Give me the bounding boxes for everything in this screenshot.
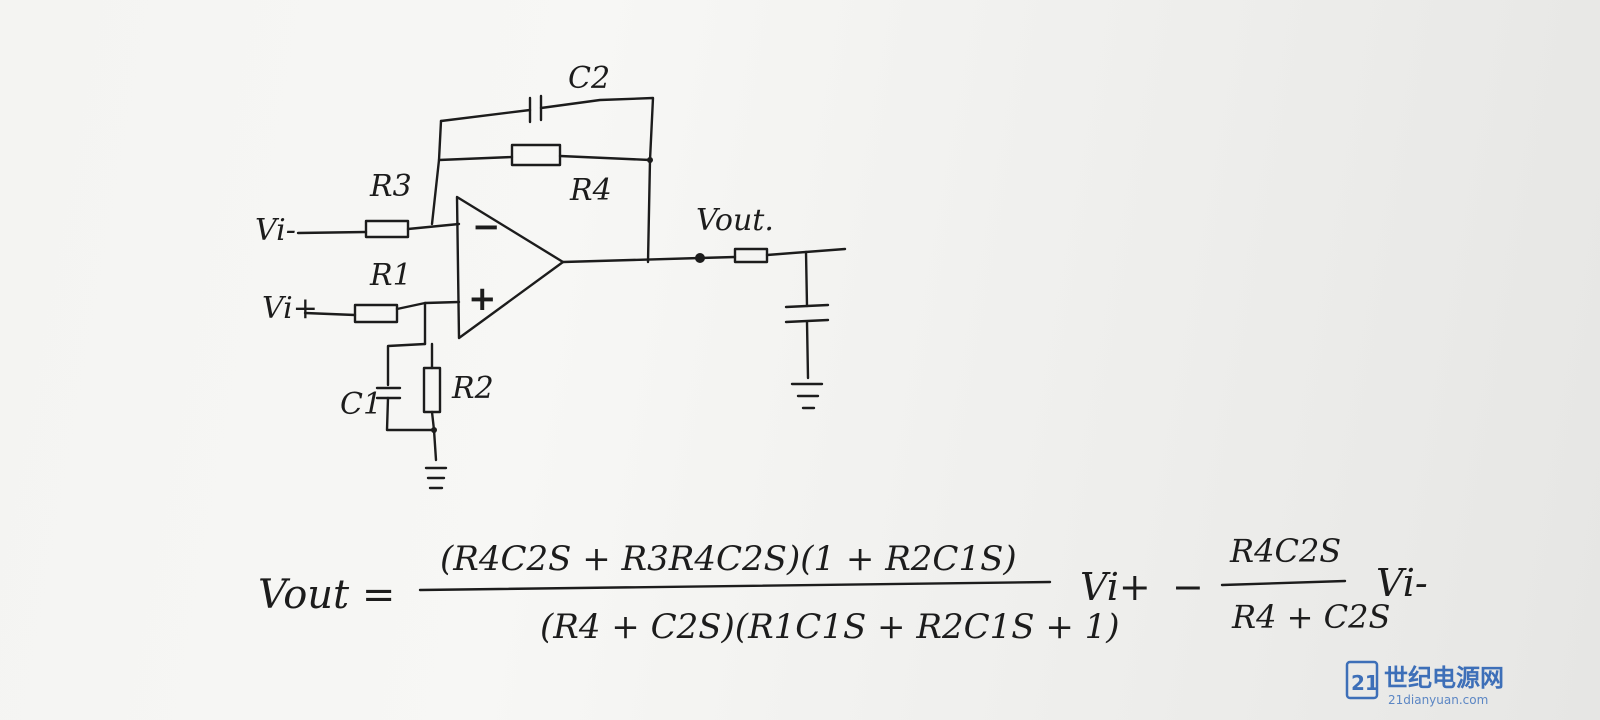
output-cap-plate-top: [784, 303, 830, 309]
equation-numerator2: R4C2S: [1229, 532, 1341, 570]
feedback-mid-left: [437, 155, 514, 162]
vin-minus-wire: [296, 230, 368, 235]
vout-label: Vout.: [696, 203, 774, 238]
r1-to-plus-wire: [395, 300, 461, 311]
opamp-plus-sign: +: [468, 279, 497, 319]
output-ground-icon: [790, 382, 824, 410]
watermark-text-en: 21dianyuan.com: [1388, 693, 1488, 707]
feedback-mid-right: [558, 154, 652, 162]
output-resistor: [733, 247, 769, 264]
equation-lhs: Vout =: [258, 572, 395, 618]
vin-plus-wire: [303, 311, 357, 317]
r2-resistor: [422, 366, 442, 414]
opamp-triangle: [455, 195, 565, 340]
r1-label: R1: [369, 258, 412, 293]
equation-fraction-bar: [418, 580, 1052, 592]
r2-label: R2: [451, 371, 494, 406]
r1-resistor: [353, 303, 399, 324]
opamp-minus-sign: −: [472, 207, 501, 247]
equation-denominator2: R4 + C2S: [1231, 598, 1390, 636]
vin-plus-label: Vi+: [262, 291, 318, 326]
feedback-right-wire: [646, 158, 652, 264]
c1-top-wire: [386, 342, 427, 387]
output-cap-lead-top: [804, 250, 809, 308]
equation-minus: −: [1172, 565, 1204, 609]
feedback-node: [647, 157, 653, 163]
c2-label: C2: [568, 61, 610, 96]
svg-text:21: 21: [1351, 671, 1379, 695]
feedback-top-right: [539, 96, 655, 162]
equation-numerator: (R4C2S + R3R4C2S)(1 + R2C1S): [440, 539, 1017, 579]
output-wire: [561, 256, 702, 264]
watermark-text-cn: 世纪电源网: [1384, 664, 1504, 692]
watermark-logo: 21: [1345, 660, 1379, 700]
c1-label: C1: [340, 387, 382, 422]
r2-bottom-wire: [430, 410, 438, 462]
r3-resistor: [364, 219, 410, 239]
equation-term2-var: Vi-: [1376, 561, 1428, 605]
feedback-top-left: [439, 108, 532, 123]
output-cap-lead-bottom: [805, 320, 810, 380]
r4-label: R4: [569, 173, 612, 208]
vin-minus-label: Vi-: [255, 213, 296, 248]
output-to-filter-wire: [698, 255, 737, 260]
feedback-left-wire: [430, 119, 443, 226]
c1-bottom-wire: [385, 396, 436, 432]
r2-c1-bottom-node: [431, 427, 437, 433]
equation-term1-var: Vi+: [1080, 565, 1151, 609]
input-ground-icon: [424, 466, 448, 490]
r4-resistor: [510, 143, 562, 167]
r3-to-minus-wire: [406, 222, 461, 231]
equation-denominator: (R4 + C2S)(R1C1S + R2C1S + 1): [540, 607, 1120, 647]
r3-label: R3: [369, 169, 412, 204]
equation-fraction-bar2: [1220, 579, 1347, 587]
